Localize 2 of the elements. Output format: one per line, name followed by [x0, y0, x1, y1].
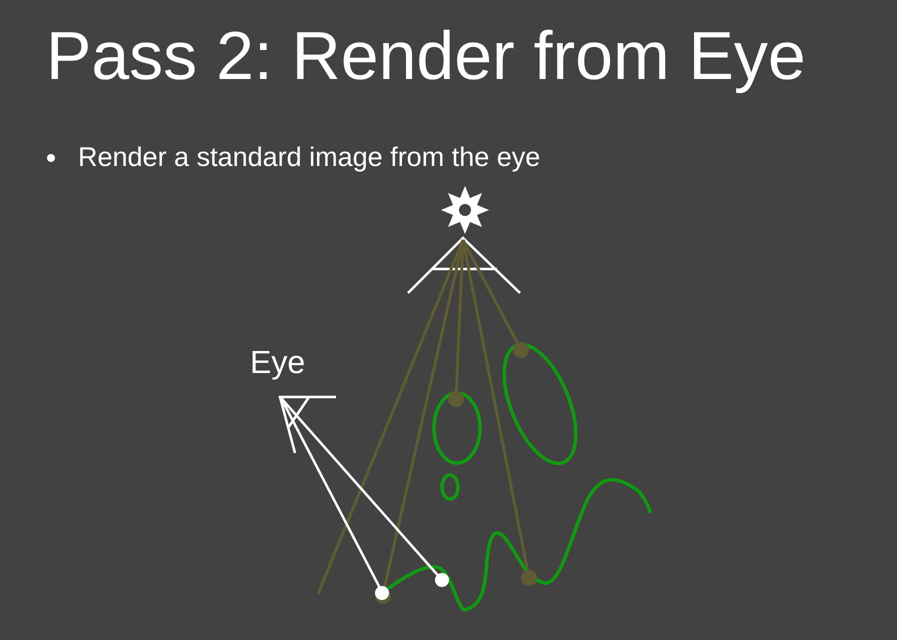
bullet-point: Render a standard image from the eye	[78, 144, 540, 171]
eye-label: Eye	[250, 346, 306, 378]
